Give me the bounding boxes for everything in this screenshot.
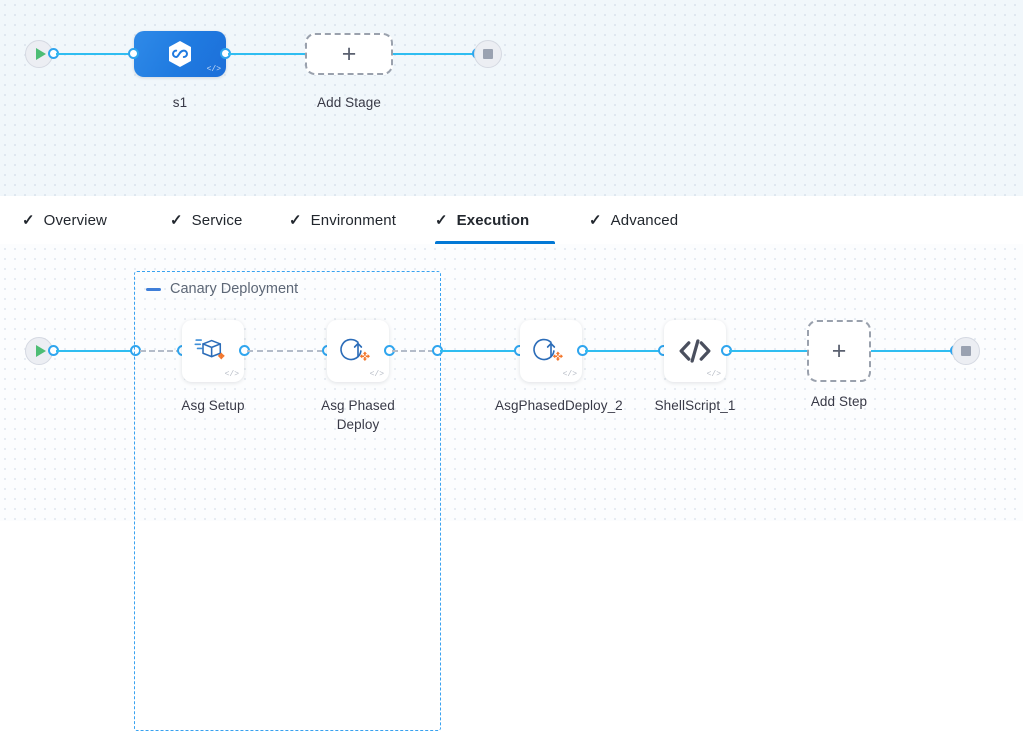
tab-underline-active (435, 241, 555, 244)
stage-node-s1[interactable]: </> (134, 31, 226, 77)
execution-end-node[interactable] (952, 337, 980, 365)
edge-start-to-s1 (56, 53, 136, 55)
step-code-badge: </> (369, 370, 384, 379)
step-node-asgphaseddeploy2[interactable]: </> (520, 320, 582, 382)
step-label-asgphaseddeploy2: AsgPhasedDeploy_2 (495, 398, 623, 413)
tab-advanced[interactable]: ✓ Advanced (589, 196, 693, 244)
minus-icon[interactable] (146, 287, 161, 291)
step-code-badge: </> (706, 370, 721, 379)
check-icon: ✓ (589, 211, 602, 229)
edge-shellscript1-to-add-step (729, 350, 807, 352)
edge-add-step-to-end (871, 350, 956, 352)
stage-end-node[interactable] (474, 40, 502, 68)
check-icon: ✓ (435, 211, 448, 229)
step-node-asg-setup[interactable]: </> (182, 320, 244, 382)
add-stage-button[interactable]: + (305, 33, 393, 75)
execution-canvas[interactable]: Canary Deployment </> (0, 244, 1023, 731)
stage-canvas[interactable]: </> s1 + Add Stage (0, 0, 1023, 196)
stage-code-badge: </> (206, 65, 221, 74)
step-code-badge: </> (562, 370, 577, 379)
tab-overview-label: Overview (43, 211, 107, 229)
check-icon: ✓ (170, 211, 183, 229)
step-node-asg-phased-deploy[interactable]: </> (327, 320, 389, 382)
plus-icon: + (831, 336, 847, 365)
edge-asgphaseddeploy2-to-shellscript1 (585, 350, 661, 352)
asg-setup-icon (194, 339, 225, 360)
asg-phased-deploy-icon (340, 338, 370, 361)
step-label-shellscript1: ShellScript_1 (654, 398, 736, 413)
edge-asg-phased-deploy-to-group-edge (392, 350, 434, 352)
step-group-header[interactable]: Canary Deployment (146, 281, 298, 297)
tab-environment[interactable]: ✓ Environment (289, 196, 407, 244)
edge-start-to-group (56, 350, 138, 352)
stage-config-tabs: ✓ Overview ✓ Service ✓ Environment ✓ Exe… (0, 196, 1023, 245)
step-group-canary-deployment[interactable] (134, 271, 441, 731)
plus-icon: + (341, 39, 357, 68)
asg-phased-deploy-icon (533, 338, 563, 361)
add-stage-label: Add Stage (317, 95, 381, 110)
stage-s1-in-port[interactable] (128, 48, 139, 59)
tab-service-label: Service (191, 211, 243, 229)
tab-service[interactable]: ✓ Service (170, 196, 252, 244)
edge-add-stage-to-end (393, 53, 478, 55)
tab-execution[interactable]: ✓ Execution (435, 196, 555, 244)
tab-advanced-label: Advanced (610, 211, 679, 229)
edge-s1-to-add-stage (228, 53, 306, 55)
step-label-asg-setup: Asg Setup (181, 398, 245, 413)
harness-hexagon-icon (167, 40, 193, 68)
step-label-asg-phased-deploy: Asg Phased Deploy (321, 398, 395, 432)
edge-group-to-asgphaseddeploy2 (440, 350, 518, 352)
add-step-label: Add Step (810, 394, 868, 409)
play-icon (35, 345, 46, 357)
check-icon: ✓ (22, 211, 35, 229)
check-icon: ✓ (289, 211, 302, 229)
tab-overview[interactable]: ✓ Overview (22, 196, 128, 244)
stop-icon (483, 49, 493, 59)
edge-asg-setup-to-asg-phased-deploy (247, 350, 323, 352)
edge-group-to-asg-setup (140, 350, 182, 352)
tab-execution-label: Execution (456, 211, 530, 229)
add-step-button[interactable]: + (807, 320, 871, 382)
code-brackets-icon (679, 339, 711, 363)
step-group-title: Canary Deployment (170, 281, 299, 297)
step-code-badge: </> (224, 370, 239, 379)
tab-environment-label: Environment (310, 211, 396, 229)
play-icon (35, 48, 46, 60)
stage-label-s1: s1 (172, 95, 188, 110)
scale-arrows-glyph (217, 352, 225, 360)
stop-icon (961, 346, 971, 356)
step-node-shellscript1[interactable]: </> (664, 320, 726, 382)
